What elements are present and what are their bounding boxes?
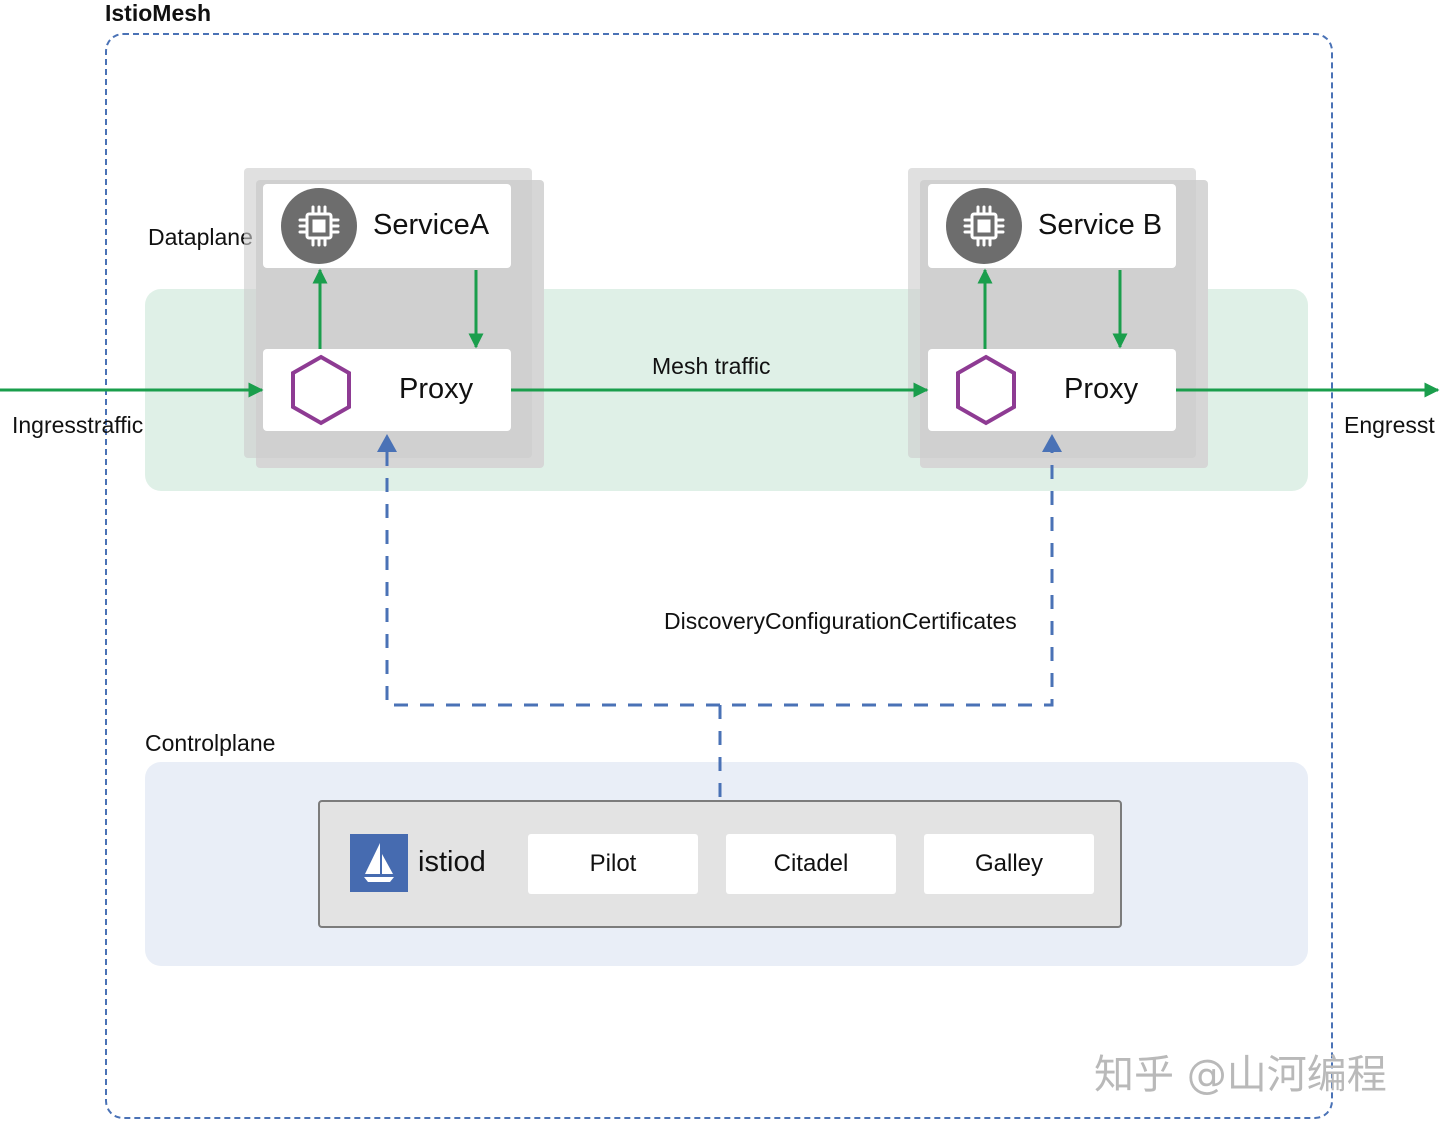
mesh-boundary [105, 33, 1333, 1119]
proxy-a-label: Proxy [399, 373, 474, 405]
dataplane-label: Dataplane [148, 224, 253, 250]
mesh-traffic-label: Mesh traffic [652, 353, 771, 379]
egress-label: Engresst [1344, 412, 1435, 438]
istio-sail-icon [350, 834, 408, 892]
galley-component[interactable]: Galley [924, 834, 1094, 894]
pilot-component[interactable]: Pilot [528, 834, 698, 894]
service-b-card[interactable]: Service B [928, 184, 1176, 268]
mesh-title: IstioMesh [105, 0, 212, 26]
hexagon-icon [956, 354, 1016, 426]
watermark: 知乎 @山河编程 [1094, 1052, 1387, 1098]
hexagon-icon [291, 354, 351, 426]
chip-icon [281, 188, 357, 264]
control-link-label: DiscoveryConfigurationCertificates [664, 608, 1017, 634]
istiod-label: istiod [418, 846, 486, 878]
citadel-component[interactable]: Citadel [726, 834, 896, 894]
proxy-b-card[interactable]: Proxy [928, 349, 1176, 431]
service-a-card[interactable]: ServiceA [263, 184, 511, 268]
proxy-a-card[interactable]: Proxy [263, 349, 511, 431]
ingress-label: Ingresstraffic [12, 412, 144, 438]
control-arrowhead-a [377, 434, 397, 452]
controlplane-label: Controlplane [145, 730, 276, 756]
control-link-a [385, 452, 1054, 707]
control-arrowhead-b [1042, 434, 1062, 452]
proxy-b-label: Proxy [1064, 373, 1139, 405]
chip-icon [946, 188, 1022, 264]
service-b-name: Service B [1038, 209, 1163, 241]
service-a-name: ServiceA [373, 209, 490, 241]
